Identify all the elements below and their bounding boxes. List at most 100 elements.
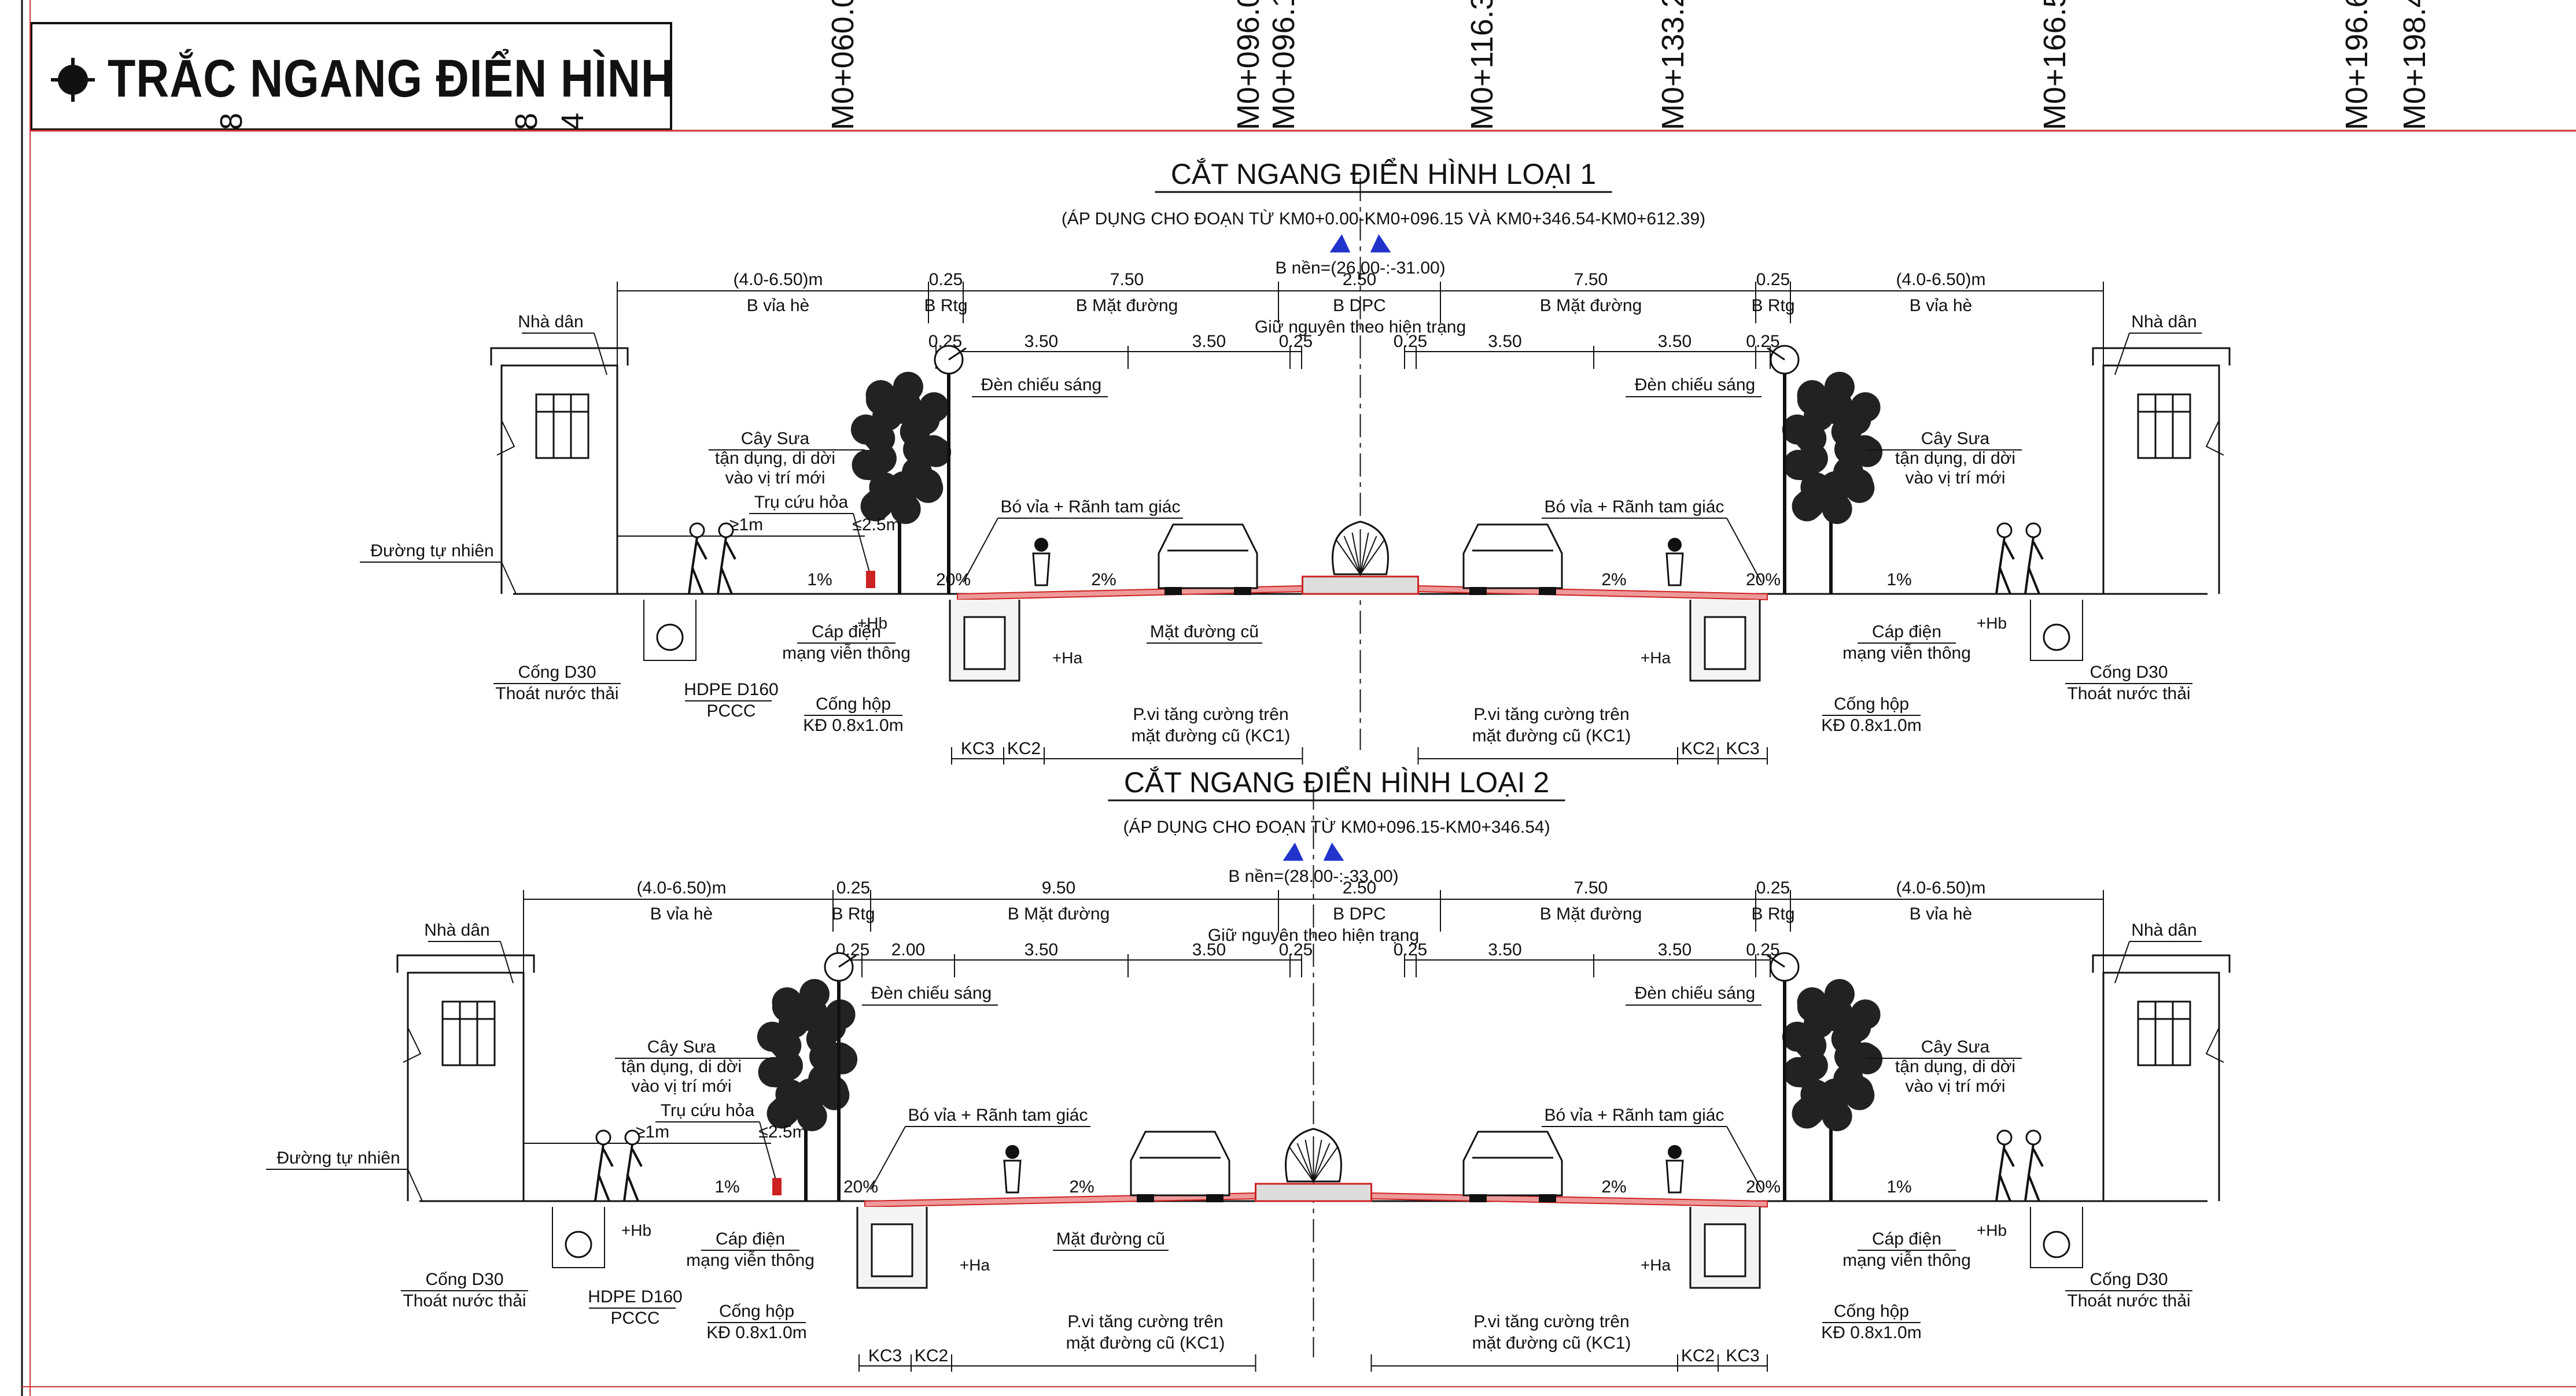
slope-label: 1% <box>1886 1177 1911 1196</box>
house-icon <box>2092 347 2231 594</box>
pipe-trench <box>2030 600 2083 661</box>
pipe-d30-icon <box>2030 600 2083 661</box>
body <box>717 537 736 594</box>
culvert-inner <box>963 616 1006 670</box>
curb-label: Bó vỉa + Rãnh tam giác <box>1544 1106 1724 1125</box>
station-label: M0+096.01 <box>1231 0 1266 130</box>
dim-value: 7.50 <box>1574 270 1608 289</box>
lamp-label: Đèn chiếu sáng <box>1635 375 1755 394</box>
dim-value: (4.0-6.50)m <box>1896 270 1985 289</box>
shrub-line <box>1359 532 1369 575</box>
pipe-d30-icon <box>643 600 696 661</box>
station-label: 4 <box>555 113 590 130</box>
car-body <box>1462 523 1563 589</box>
shrub-line <box>1359 539 1385 575</box>
kc-label: KC3 <box>868 1346 902 1365</box>
body <box>623 1144 643 1202</box>
rider-head <box>1034 538 1048 552</box>
marker-icon <box>1370 234 1391 253</box>
tree-leaf <box>1797 987 1827 1018</box>
marker-icon <box>1329 234 1351 253</box>
window-icon <box>441 1000 496 1066</box>
kc-label: KC2 <box>915 1346 948 1365</box>
body <box>1995 537 2015 594</box>
box-culvert-label: Cống hộp <box>1834 695 1909 714</box>
car-body <box>1130 1131 1230 1196</box>
head <box>2025 1129 2041 1146</box>
station-label: M0+116.35 <box>1465 0 1499 130</box>
tree-label: tận dụng, di dời <box>1895 449 2015 468</box>
dim-value: 0.25 <box>836 878 870 898</box>
tree-label: Cây Sưa <box>741 429 810 448</box>
cable-label: Cáp điện <box>716 1229 785 1249</box>
house-icon <box>396 954 535 1201</box>
old-road-label: Mặt đường cũ <box>1150 622 1259 641</box>
body <box>594 1144 614 1202</box>
car-wheel <box>1539 587 1556 595</box>
line <box>500 941 514 984</box>
pipe-d30-icon <box>2030 1207 2083 1268</box>
shrub-line <box>1296 1143 1314 1182</box>
tree-leaf <box>772 987 802 1018</box>
median-block <box>1302 575 1419 595</box>
d30-label: Cống D30 <box>2089 663 2168 682</box>
house-label: Nhà dân <box>2131 921 2197 940</box>
station-label: 8 <box>509 113 544 130</box>
tree-label: vào vị trí mới <box>1905 468 2005 488</box>
b-nen-label: B nền=(28.00-:-33.00) <box>1228 867 1398 886</box>
pipe-circle <box>2043 623 2070 651</box>
car-icon <box>1462 1131 1563 1202</box>
line <box>1726 1126 1762 1190</box>
marker-icon <box>1283 842 1304 861</box>
pipe-circle <box>656 623 684 651</box>
tree-leaf <box>758 1057 788 1087</box>
rider-body <box>1665 552 1684 586</box>
house-label: Nhà dân <box>424 921 489 940</box>
kc-label: KC2 <box>1681 739 1715 758</box>
station-label: 8 <box>214 113 249 130</box>
culvert-inner <box>871 1223 913 1277</box>
dim-value: (4.0-6.50)m <box>1896 878 1985 898</box>
kc-label: KC2 <box>1007 739 1041 758</box>
cable-label: Cáp điện <box>1872 1229 1941 1249</box>
cable-label: mạng viễn thông <box>1842 1251 1971 1270</box>
house-icon <box>2092 954 2231 1201</box>
house-roof <box>2092 954 2231 973</box>
slope-label: 1% <box>714 1177 739 1196</box>
tree-leaf <box>1852 1044 1883 1074</box>
pedestrian-icon <box>2024 522 2044 594</box>
dim-label: B vỉa hè <box>1910 296 1972 315</box>
tree-leaf <box>891 390 922 420</box>
kc-label: KC2 <box>1681 1346 1715 1365</box>
box-culvert-label: KĐ 0.8x1.0m <box>1821 716 1921 735</box>
lane-width: 3.50 <box>1488 940 1521 959</box>
page-title: TRẮC NGANG ĐIỂN HÌNH <box>108 49 675 108</box>
tree-leaf <box>766 1098 797 1129</box>
tree-label: tận dụng, di dời <box>1895 1057 2015 1076</box>
window-icon <box>2137 1000 2191 1066</box>
hb-label: +Hb <box>621 1221 651 1239</box>
shrub-line <box>1288 1146 1314 1182</box>
break-mark <box>2205 420 2224 456</box>
tree-leaf <box>806 1024 836 1054</box>
tree-leaf <box>865 380 896 411</box>
d30-label: Cống D30 <box>518 663 596 682</box>
house-label: Nhà dân <box>518 312 583 331</box>
slope-label: 2% <box>1091 570 1116 589</box>
dim-label: B vỉa hè <box>650 904 713 924</box>
hdpe-label: PCCC <box>610 1309 659 1328</box>
tree-leaf <box>1831 416 1862 447</box>
break-mark <box>403 1027 422 1063</box>
pipe-trench <box>643 600 696 661</box>
tree-leaf <box>863 420 893 451</box>
motorbike-icon <box>1665 538 1684 586</box>
slope-label: 20% <box>1746 570 1781 589</box>
shrub-line <box>1359 535 1377 575</box>
house-wall <box>407 972 525 1201</box>
old-road-label: Mặt đường cũ <box>1056 1229 1165 1249</box>
car-wheel <box>1469 587 1487 595</box>
tree-leaf <box>1822 390 1853 420</box>
pedestrian-icon <box>1995 1129 2015 1202</box>
cross-section-2: CẮT NGANG ĐIỂN HÌNH LOẠI 2(ÁP DỤNG CHO Đ… <box>266 766 2231 1372</box>
